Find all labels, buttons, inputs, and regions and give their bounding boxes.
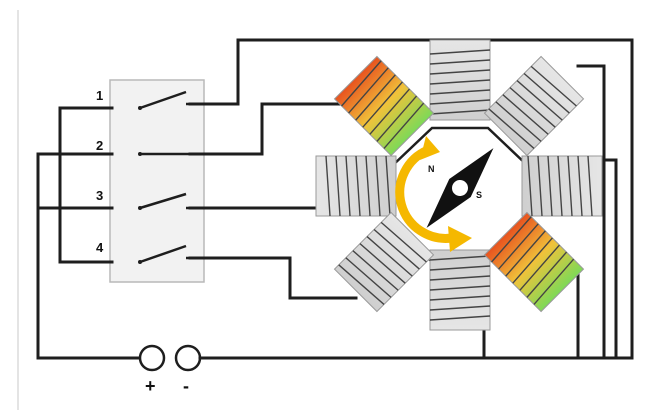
battery-negative-terminal <box>174 344 202 372</box>
switch-box <box>109 79 205 283</box>
rotor-north-label: N <box>428 164 435 174</box>
rotation-arrow-icon <box>395 136 472 252</box>
rotor-south-label: S <box>476 190 482 200</box>
battery: + - <box>136 344 206 396</box>
coil-top <box>429 39 491 121</box>
coil-lower-left <box>333 211 435 313</box>
coil-right <box>521 155 603 217</box>
battery-minus-label: - <box>183 376 189 396</box>
switch-2[interactable] <box>138 152 190 156</box>
coil-left <box>315 155 397 217</box>
switch-1[interactable] <box>138 90 196 110</box>
switch-label-1: 1 <box>96 88 103 103</box>
coil-upper-right <box>483 55 585 157</box>
switch-label-2: 2 <box>96 138 103 153</box>
switch-3[interactable] <box>138 192 196 210</box>
switch-4[interactable] <box>138 244 196 264</box>
battery-positive-terminal <box>138 344 166 372</box>
coil-bottom <box>429 249 491 331</box>
switch-label-3: 3 <box>96 188 103 203</box>
coil-upper-left <box>333 55 435 157</box>
rotor-magnet <box>426 148 494 228</box>
battery-plus-label: + <box>145 376 156 396</box>
switch-label-4: 4 <box>96 240 104 255</box>
coil-lower-right <box>483 211 585 313</box>
